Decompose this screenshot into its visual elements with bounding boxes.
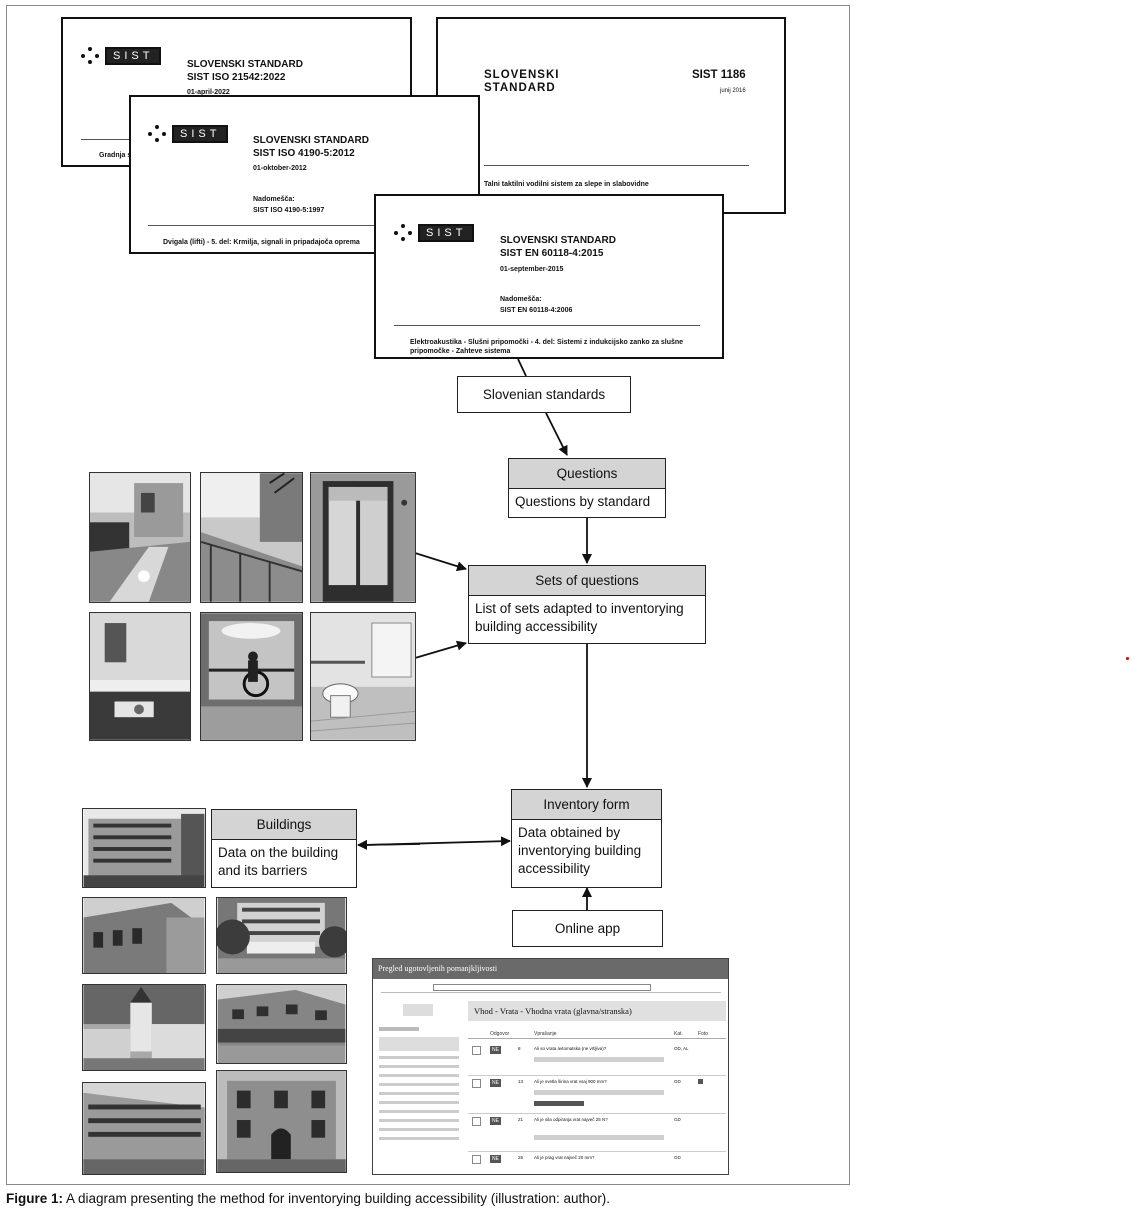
parking-photo [89,472,191,603]
zoom-icon[interactable] [472,1079,481,1088]
col-odgovor: Odgovor [490,1031,509,1037]
zoom-icon[interactable] [472,1155,481,1164]
office-building-photo [82,1082,206,1175]
photo-icon[interactable] [698,1079,703,1084]
historic-building-photo [82,897,206,974]
baroque-building-photo [216,1070,347,1173]
door-photo [310,472,416,603]
online-app-box: Online app [512,910,663,947]
church-photo [82,984,206,1071]
sets-header: Sets of questions [469,566,705,596]
zoom-icon[interactable] [472,1046,481,1055]
col-kat: Kat. [674,1031,683,1037]
app-sidebar [379,1025,459,1175]
buildings-body: Data on the building and its barriers [212,840,356,884]
figure-caption: Figure 1: A diagram presenting the metho… [6,1191,610,1206]
questions-header: Questions [509,459,665,489]
modern-building-photo [216,897,347,974]
app-pager[interactable] [403,1004,433,1016]
table-row: NE 26 Ali je prag vrat največ 20 mm? GD [468,1152,726,1175]
buildings-box: Buildings Data on the building and its b… [211,809,357,888]
ramp-photo [200,472,303,603]
apartment-building-photo [82,808,206,888]
caption-label: Figure 1: [6,1191,63,1206]
caption-text: A diagram presenting the method for inve… [63,1191,610,1206]
accessible-toilet-photo [310,612,416,741]
stray-dot [1126,657,1129,660]
answer-badge: NE [490,1117,501,1125]
inventory-body: Data obtained by inventorying building a… [512,820,661,882]
sets-body: List of sets adapted to inventorying bui… [469,596,705,640]
elevator-photo [200,612,303,741]
col-foto: Foto [698,1031,708,1037]
table-row: NE 21 Ali je sila odpiranja vrat največ … [468,1114,726,1152]
online-app-screenshot: Pregled ugotovljenih pomanjkljivosti Vho… [372,958,729,1175]
corner-building-photo [216,984,347,1064]
col-vprasanje: Vprašanje [534,1031,557,1037]
answer-badge: NE [490,1079,501,1087]
table-row: NE 8 Ali so vrata avtomatska (ne vrtljiv… [468,1043,726,1076]
inventory-form-box: Inventory form Data obtained by inventor… [511,789,662,888]
answer-badge: NE [490,1046,501,1054]
app-title: Pregled ugotovljenih pomanjkljivosti [373,959,728,979]
buildings-header: Buildings [212,810,356,840]
table-row: NE 13 Ali je svetla širina vrat vsaj 900… [468,1076,726,1114]
zoom-icon[interactable] [472,1117,481,1126]
answer-badge: NE [490,1155,501,1163]
questions-box: Questions Questions by standard [508,458,666,518]
reception-counter-photo [89,612,191,741]
app-table-header: Odgovor Vprašanje Kat. Foto [468,1029,726,1039]
sets-of-questions-box: Sets of questions List of sets adapted t… [468,565,706,644]
slovenian-standards-box: Slovenian standards [457,376,631,413]
app-heading: Vhod - Vrata - Vhodna vrata (glavna/stra… [468,1001,726,1021]
questions-body: Questions by standard [509,489,665,515]
app-filter-select[interactable] [433,984,651,991]
inventory-header: Inventory form [512,790,661,820]
